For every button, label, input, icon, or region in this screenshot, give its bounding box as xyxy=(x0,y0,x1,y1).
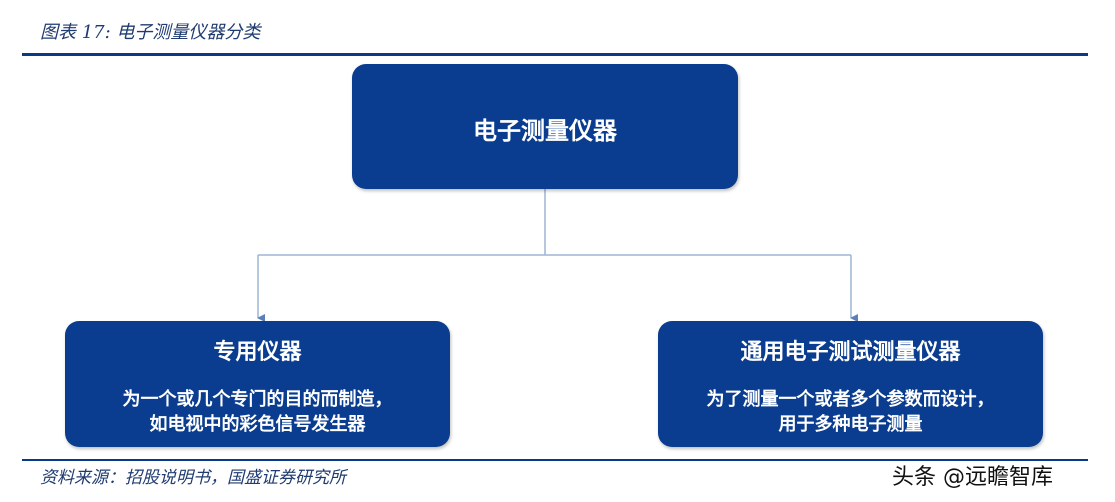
description-line: 如电视中的彩色信号发生器 xyxy=(149,414,366,435)
bottom-rule xyxy=(22,459,1088,461)
source-note: 资料来源：招股说明书，国盛证券研究所 xyxy=(40,468,346,488)
description-line: 用于多种电子测量 xyxy=(778,414,923,435)
figure-caption: 图表 17: 电子测量仪器分类 xyxy=(40,22,261,43)
child-node-title: 专用仪器 xyxy=(213,340,302,365)
child-node-title: 通用电子测试测量仪器 xyxy=(740,340,961,365)
description-line: 为一个或几个专门的目的而制造， xyxy=(122,389,393,410)
child-node-special-instruments: 专用仪器 为一个或几个专门的目的而制造， 如电视中的彩色信号发生器 xyxy=(65,321,450,447)
root-node: 电子测量仪器 xyxy=(352,64,738,189)
child-node-description: 为了测量一个或者多个参数而设计， 用于多种电子测量 xyxy=(658,387,1043,437)
description-line: 为了测量一个或者多个参数而设计， xyxy=(706,389,995,410)
root-node-title: 电子测量仪器 xyxy=(473,117,617,145)
child-node-description: 为一个或几个专门的目的而制造， 如电视中的彩色信号发生器 xyxy=(65,387,450,437)
watermark: 头条 @远瞻智库 xyxy=(892,465,1053,490)
top-rule xyxy=(22,53,1088,56)
child-node-general-instruments: 通用电子测试测量仪器 为了测量一个或者多个参数而设计， 用于多种电子测量 xyxy=(658,321,1043,447)
